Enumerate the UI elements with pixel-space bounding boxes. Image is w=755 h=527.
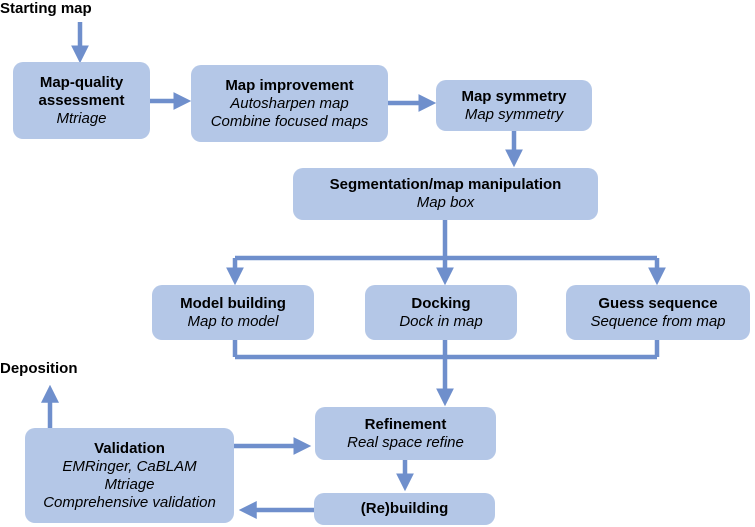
rebuilding-node: (Re)building	[314, 493, 495, 525]
refinement-title: Refinement	[364, 415, 447, 433]
refinement-tool: Real space refine	[347, 433, 464, 451]
refinement-node: Refinement Real space refine	[315, 407, 496, 460]
guess-sequence-title: Guess sequence	[598, 294, 718, 312]
docking-tool: Dock in map	[399, 312, 483, 330]
map-symmetry-node: Map symmetry Map symmetry	[436, 80, 592, 131]
validation-tool-2: Mtriage	[104, 475, 155, 493]
model-building-title: Model building	[180, 294, 286, 312]
map-symmetry-title: Map symmetry	[461, 87, 567, 105]
validation-title: Validation	[94, 439, 165, 457]
validation-tool-1: EMRinger, CaBLAM	[62, 457, 197, 475]
segmentation-title: Segmentation/map manipulation	[329, 176, 562, 193]
starting-map-label: Starting map	[0, 0, 92, 17]
map-quality-tool: Mtriage	[56, 109, 107, 127]
model-building-tool: Map to model	[187, 312, 279, 330]
docking-node: Docking Dock in map	[365, 285, 517, 340]
segmentation-tool: Map box	[416, 194, 475, 211]
map-improvement-tool-1: Autosharpen map	[230, 94, 349, 112]
map-improvement-title: Map improvement	[225, 76, 354, 94]
map-quality-node: Map-quality assessment Mtriage	[13, 62, 150, 139]
map-improvement-tool-2: Combine focused maps	[210, 112, 369, 130]
guess-sequence-tool: Sequence from map	[590, 312, 726, 330]
deposition-label: Deposition	[0, 360, 78, 377]
map-quality-title-1: Map-quality	[39, 73, 124, 91]
validation-node: Validation EMRinger, CaBLAM Mtriage Comp…	[25, 428, 234, 523]
map-improvement-node: Map improvement Autosharpen map Combine …	[191, 65, 388, 142]
guess-sequence-node: Guess sequence Sequence from map	[566, 285, 750, 340]
map-quality-title-2: assessment	[38, 91, 125, 109]
rebuilding-title: (Re)building	[360, 500, 449, 517]
model-building-node: Model building Map to model	[152, 285, 314, 340]
validation-tool-3: Comprehensive validation	[43, 493, 216, 511]
map-symmetry-tool: Map symmetry	[464, 105, 564, 123]
segmentation-node: Segmentation/map manipulation Map box	[293, 168, 598, 220]
docking-title: Docking	[411, 294, 471, 312]
